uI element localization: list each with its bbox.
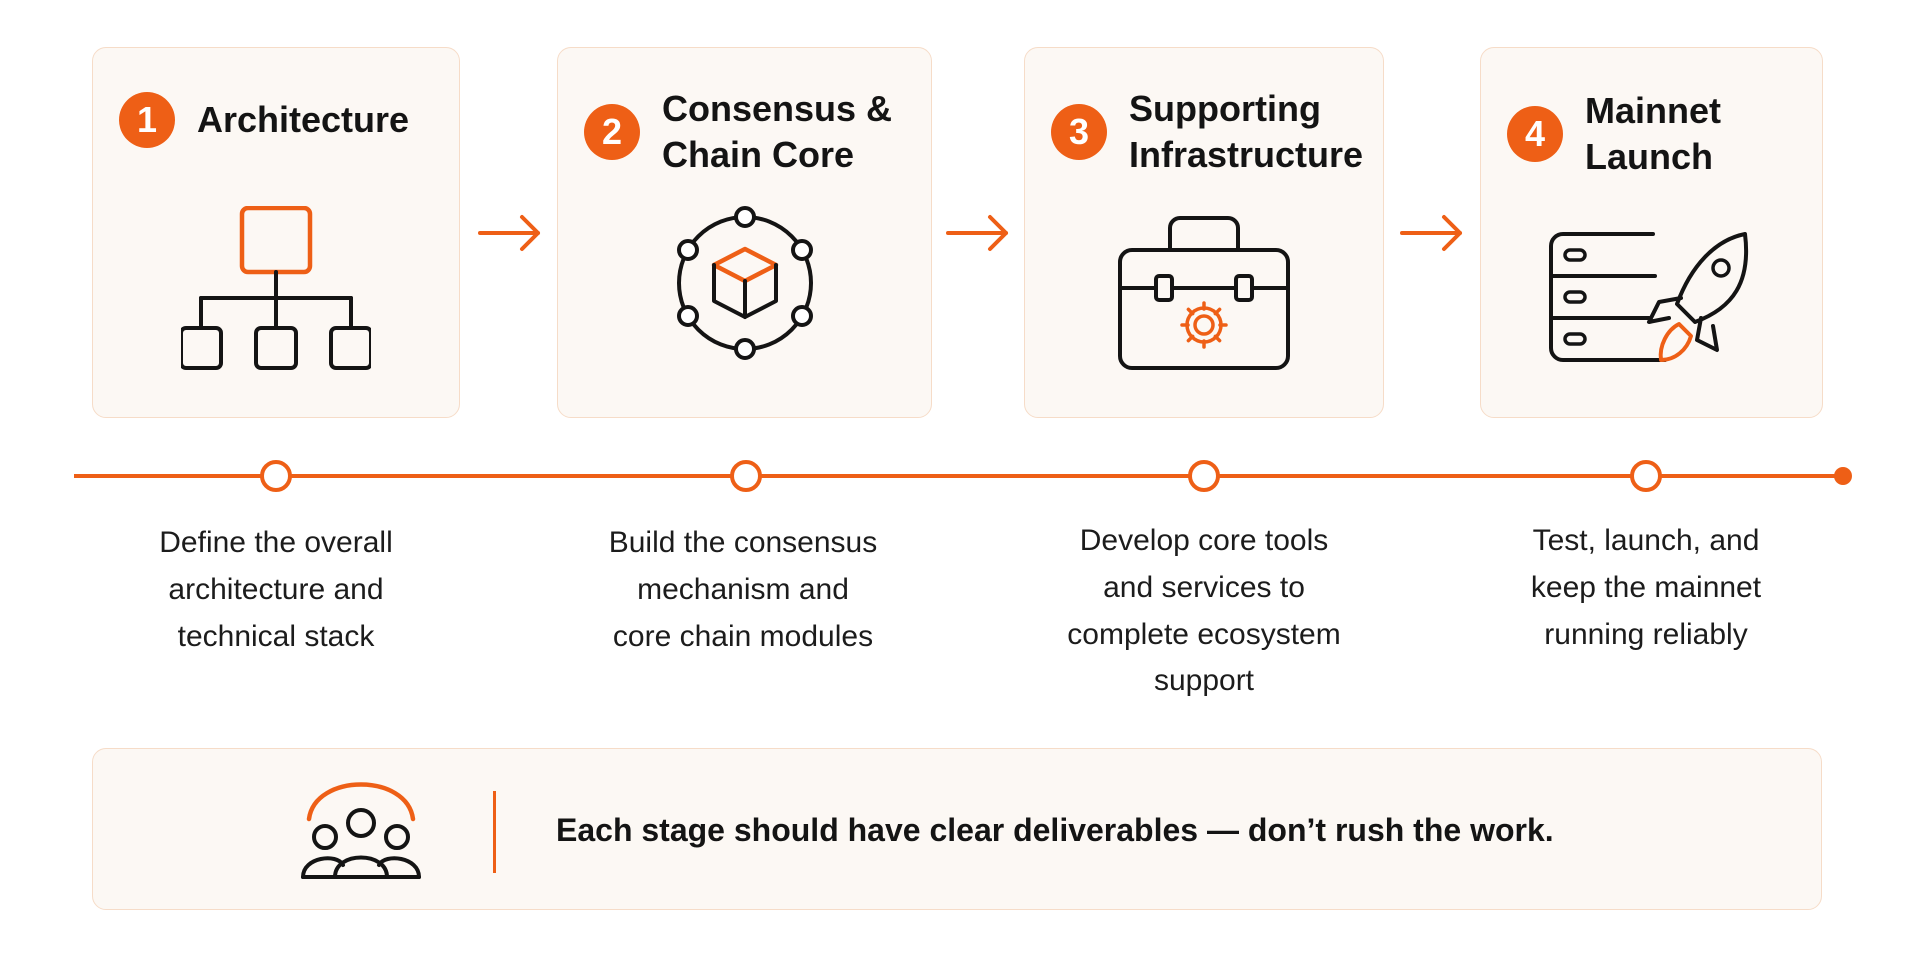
stage-description-4: Test, launch, and keep the mainnet runni… [1530, 524, 1762, 651]
team-icon [301, 777, 421, 886]
stage-description-2: Build the consensus mechanism and core c… [608, 526, 878, 653]
hierarchy-icon [93, 206, 459, 376]
stage-card-3: 3 Supporting Infrastructure [1024, 47, 1384, 418]
stage-card-2: 2 Consensus & Chain Core [557, 47, 932, 418]
stage-header-1: 1 Architecture [119, 92, 439, 148]
timeline-node-3 [1188, 460, 1220, 492]
stage-title: Consensus & Chain Core [662, 88, 893, 175]
server-rocket-icon [1481, 230, 1822, 370]
stage-number-badge: 2 [584, 103, 640, 160]
stage-description-3: Develop core tools and services to compl… [1067, 524, 1341, 698]
stage-card-1: 1 Architecture [92, 47, 460, 418]
stage-number-badge: 3 [1051, 103, 1107, 160]
stage-header-3: 3 Supporting Infrastructure [1051, 86, 1363, 177]
stage-number-badge: 1 [119, 92, 175, 148]
arrow-right-icon [1400, 215, 1462, 251]
blockchain-cube-icon [558, 203, 931, 363]
timeline-end-dot [1834, 467, 1852, 485]
stage-title: Architecture [197, 99, 410, 141]
stage-title: Supporting Infrastructure [1129, 88, 1364, 175]
advice-banner: Each stage should have clear deliverable… [92, 748, 1822, 910]
stage-header-2: 2 Consensus & Chain Core [584, 86, 911, 177]
stage-header-4: 4 Mainnet Launch [1507, 88, 1802, 179]
timeline-node-2 [730, 460, 762, 492]
stage-title: Mainnet Launch [1585, 90, 1722, 177]
stage-number-badge: 4 [1507, 105, 1563, 162]
arrow-right-icon [946, 215, 1008, 251]
banner-text: Each stage should have clear deliverable… [556, 811, 1554, 848]
timeline-node-4 [1630, 460, 1662, 492]
toolbox-gear-icon [1025, 214, 1383, 374]
stage-card-4: 4 Mainnet Launch [1480, 47, 1823, 418]
arrow-right-icon [478, 215, 540, 251]
stage-description-1: Define the overall architecture and tech… [159, 526, 393, 653]
timeline-node-1 [260, 460, 292, 492]
banner-divider [493, 791, 496, 873]
